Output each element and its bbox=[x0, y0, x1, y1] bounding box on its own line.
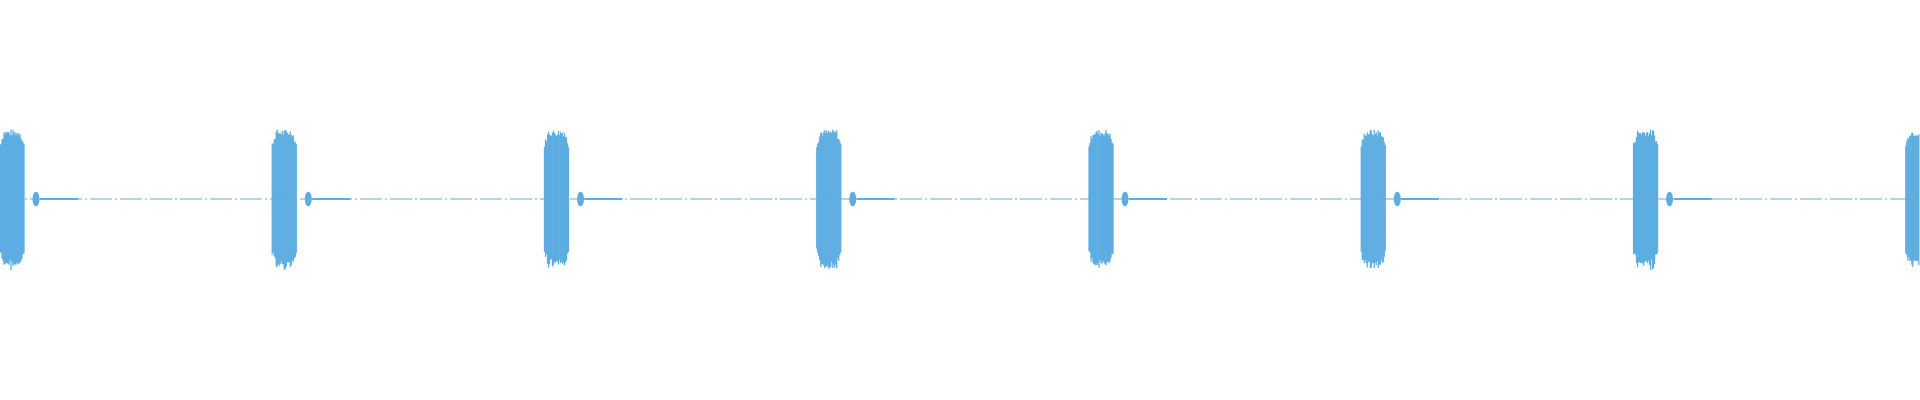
waveform-burst bbox=[816, 129, 895, 269]
waveform-burst bbox=[0, 129, 78, 271]
waveform-burst bbox=[1088, 130, 1168, 268]
waveform-burst bbox=[1360, 129, 1440, 269]
waveform-burst bbox=[271, 129, 351, 270]
waveform-burst bbox=[543, 130, 623, 268]
waveform-burst bbox=[1905, 132, 1920, 267]
waveform-burst bbox=[1632, 129, 1712, 270]
